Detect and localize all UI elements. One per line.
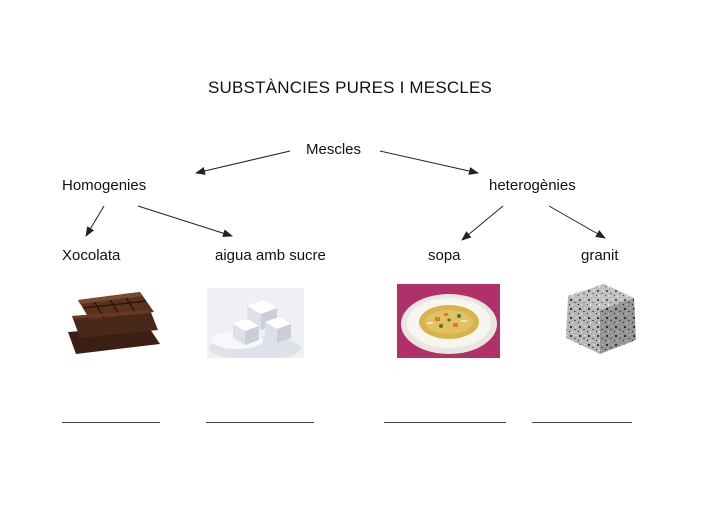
sugar-cubes-icon — [207, 288, 304, 358]
arrow-heterogenies-to-sopa — [461, 205, 504, 241]
leaf-node-xocolata: Xocolata — [62, 247, 121, 264]
branch-node-homogenies: Homogenies — [62, 177, 147, 194]
leaf-node-granit: granit — [581, 247, 619, 264]
answer-blank-aigua-amb-sucre[interactable] — [206, 422, 314, 423]
arrow-mescles-to-homogenies — [195, 150, 291, 175]
branch-node-heterogenies: heterogènies — [489, 177, 576, 194]
arrow-mescles-to-heterogenies — [379, 150, 479, 175]
answer-blank-sopa[interactable] — [384, 422, 506, 423]
arrow-heterogenies-to-granit — [548, 205, 606, 239]
answer-blank-xocolata[interactable] — [62, 422, 160, 423]
leaf-node-sopa: sopa — [428, 247, 461, 264]
leaf-node-aigua-amb-sucre: aigua amb sucre — [215, 247, 326, 264]
chocolate-bar-icon — [62, 286, 162, 358]
root-node-mescles: Mescles — [306, 141, 362, 158]
arrow-homogenies-to-xocolata — [85, 205, 105, 237]
arrow-homogenies-to-aigua — [137, 205, 233, 238]
answer-blank-granit[interactable] — [532, 422, 632, 423]
diagram-title: SUBSTÀNCIES PURES I MESCLES — [208, 78, 493, 97]
soup-bowl-icon — [397, 284, 500, 358]
granite-rock-icon — [560, 280, 642, 358]
